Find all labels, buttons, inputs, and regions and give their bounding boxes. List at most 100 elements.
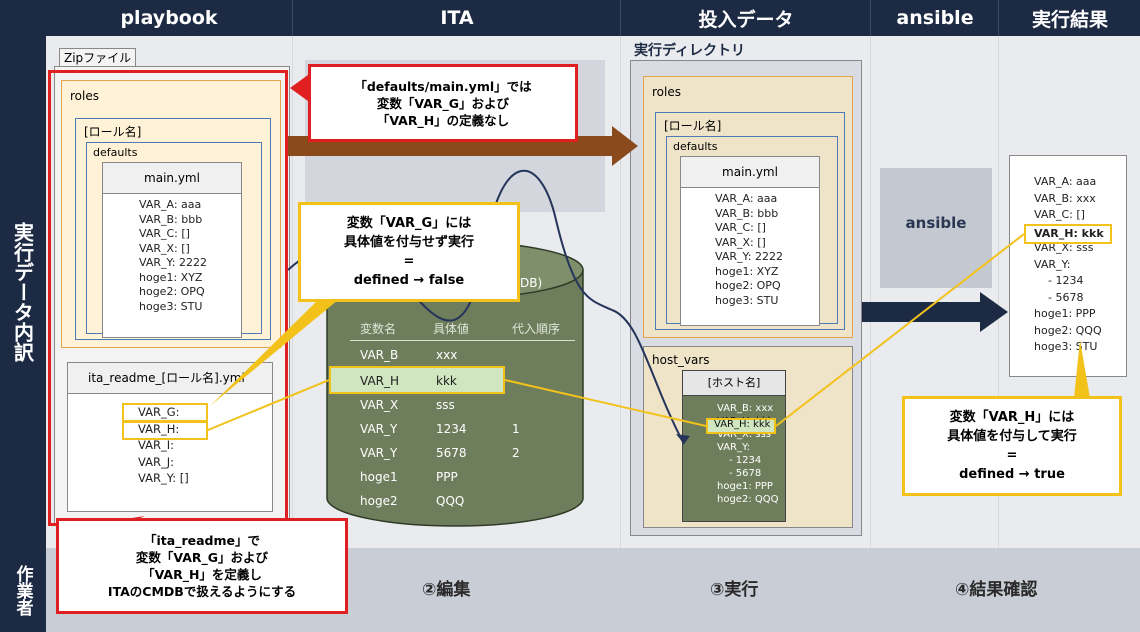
main-yml-doc: main.yml VAR_A: aaa VAR_B: bbb VAR_C: []… xyxy=(102,162,242,338)
host-line: VAR_B: xxx xyxy=(717,403,774,414)
host-var-h-highlight xyxy=(706,418,776,434)
yml-line: VAR_X: [] xyxy=(715,235,766,249)
result-box: VAR_A: aaa VAR_B: xxx VAR_C: [] VAR_H: k… xyxy=(1009,155,1127,377)
input-main-yml-lines: VAR_A: aaa VAR_B: bbb VAR_C: [] VAR_X: [… xyxy=(681,188,819,308)
ansible-box: ansible xyxy=(880,168,992,288)
host-vars-doc: [ホスト名] VAR_B: xxx VAR_H: kkk VAR_X: sss … xyxy=(682,370,786,522)
result-line: - 5678 xyxy=(1048,290,1084,304)
column-divider xyxy=(620,36,621,548)
input-main-yml-title: main.yml xyxy=(681,157,819,188)
cmdb-cell: 1234 xyxy=(436,422,467,436)
yml-line: VAR_B: bbb xyxy=(715,206,779,220)
input-role-name-folder: [ロール名] xyxy=(655,112,845,330)
host-line: - 1234 xyxy=(729,455,762,466)
ansible-label: ansible xyxy=(905,214,967,232)
step-check-result: ④結果確認 xyxy=(955,580,1038,600)
callout-line: 「defaults/main.yml」では xyxy=(354,78,532,94)
callout-line: 変数「VAR_G」および xyxy=(376,95,510,111)
yml-line: VAR_C: [] xyxy=(715,221,766,234)
result-line: VAR_B: xxx xyxy=(1034,191,1096,205)
defaults-note-callout: 「defaults/main.yml」では 変数「VAR_G」および 「VAR_… xyxy=(308,64,578,142)
callout-line: ITAのCMDBで扱えるようにする xyxy=(107,584,297,599)
result-line: hoge1: PPP xyxy=(1034,307,1096,320)
callout-line: = xyxy=(1006,448,1018,463)
main-yml-lines: VAR_A: aaa VAR_B: bbb VAR_C: [] VAR_X: [… xyxy=(103,194,241,314)
header-input-data: 投入データ xyxy=(620,0,871,36)
callout-line: 変数「VAR_G」には xyxy=(346,216,472,231)
callout-line: = xyxy=(403,254,415,269)
host-line: hoge2: QQQ xyxy=(717,494,779,505)
yml-line: VAR_Y: 2222 xyxy=(715,250,783,263)
result-line: VAR_A: aaa xyxy=(1034,175,1097,188)
callout-line: 具体値を付与せず実行 xyxy=(343,235,474,250)
result-line: VAR_C: [] xyxy=(1034,208,1085,221)
cmdb-cell: VAR_H xyxy=(360,374,400,388)
header-corner xyxy=(0,0,46,36)
host-vars-label: host_vars xyxy=(652,353,710,367)
callout-line: 「ita_readme」で xyxy=(144,533,260,548)
column-divider xyxy=(870,36,871,548)
cmdb-cell: xxx xyxy=(436,348,458,362)
yml-line: VAR_A: aaa xyxy=(139,198,202,211)
result-lines: VAR_A: aaa VAR_B: xxx VAR_C: [] VAR_H: k… xyxy=(1010,156,1126,356)
cmdb-cell: sss xyxy=(436,398,455,412)
callout-line: defined → false xyxy=(353,273,465,288)
defaults-label: defaults xyxy=(93,146,138,159)
readme-line: VAR_I: xyxy=(138,438,175,452)
cmdb-cell: VAR_Y xyxy=(360,422,398,436)
host-line: VAR_Y: xyxy=(717,442,751,453)
cmdb-col-order: 代入順序 xyxy=(512,322,561,336)
cmdb-cell: hoge2 xyxy=(360,494,398,508)
header-playbook: playbook xyxy=(46,0,292,36)
callout-line: 「VAR_H」の定義なし xyxy=(376,112,510,128)
step-edit: ②編集 xyxy=(422,580,471,600)
cmdb-cell: VAR_X xyxy=(360,398,399,412)
cmdb-cell: PPP xyxy=(436,470,458,484)
cmdb-cell: kkk xyxy=(436,374,457,388)
roles-label: roles xyxy=(70,89,99,103)
role-name-label: [ロール名] xyxy=(84,125,142,139)
header-ita: ITA xyxy=(292,0,621,36)
callout-line: 具体値を付与して実行 xyxy=(947,429,1077,444)
readme-line-var-g: VAR_G: xyxy=(138,405,180,419)
header-result: 実行結果 xyxy=(998,0,1140,36)
ita-readme-lines: VAR_G: VAR_H: VAR_I: VAR_J: VAR_Y: [] xyxy=(68,394,272,487)
cmdb-col-value: 具体値 xyxy=(433,322,470,336)
host-name-title: [ホスト名] xyxy=(683,371,785,396)
result-line: - 1234 xyxy=(1048,274,1084,287)
var-g-highlight xyxy=(122,403,208,422)
cmdb-cell: VAR_Y xyxy=(360,446,398,460)
cmdb-title: DB) xyxy=(520,276,543,290)
side-label-operator: 作業者 xyxy=(0,548,46,632)
cmdb-col-name: 変数名 xyxy=(360,322,397,336)
side-label-data: 実行データ内訳 xyxy=(0,36,46,548)
host-var-h-text: VAR_H: kkk xyxy=(714,419,771,430)
host-line: - 5678 xyxy=(729,468,762,479)
yml-line: hoge1: XYZ xyxy=(715,264,779,278)
result-line: hoge2: QQQ xyxy=(1034,323,1102,337)
cmdb-cell: VAR_B xyxy=(360,348,399,362)
main-yml-title: main.yml xyxy=(103,163,241,194)
zip-file-tab: Zipファイル xyxy=(59,48,137,67)
host-vars-lines: VAR_B: xxx VAR_H: kkk VAR_X: sss VAR_Y: … xyxy=(683,396,785,506)
exec-dir-label: 実行ディレクトリ xyxy=(634,43,746,59)
ita-readme-title: ita_readme_[ロール名].yml xyxy=(68,363,272,394)
input-role-name-label: [ロール名] xyxy=(664,119,722,133)
result-line: hoge3: STU xyxy=(1034,340,1098,353)
yml-line: hoge3: STU xyxy=(715,293,779,307)
result-var-h-highlight: VAR_H: kkk xyxy=(1024,224,1112,244)
yml-line: hoge3: STU xyxy=(139,299,203,313)
header-ansible: ansible xyxy=(870,0,999,36)
yml-line: VAR_Y: 2222 xyxy=(139,256,207,269)
host-line: hoge1: PPP xyxy=(717,481,773,492)
cmdb-divider xyxy=(350,340,575,341)
var-g-note-callout: 変数「VAR_G」には 具体値を付与せず実行 = defined → false xyxy=(298,202,520,302)
callout-line: 「VAR_H」を定義し xyxy=(142,567,262,582)
yml-line: hoge1: XYZ xyxy=(139,270,203,284)
callout-line: 変数「VAR_H」には xyxy=(949,410,1075,425)
result-line: VAR_Y: xyxy=(1034,257,1071,271)
input-roles-label: roles xyxy=(652,85,681,99)
result-line: VAR_X: sss xyxy=(1034,241,1094,254)
yml-line: VAR_A: aaa xyxy=(715,192,778,205)
yml-line: hoge2: OPQ xyxy=(139,285,205,298)
